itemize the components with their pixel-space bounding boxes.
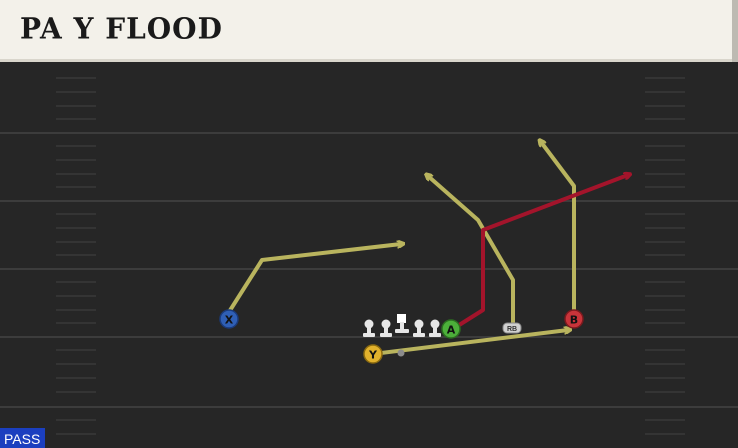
route-x <box>227 244 401 314</box>
player-a-label: A <box>447 324 456 337</box>
offensive-line <box>363 314 441 337</box>
hash-marks-left <box>56 77 96 435</box>
running-back[interactable]: RB <box>502 322 522 334</box>
play-type-tag: PASS <box>0 428 46 448</box>
play-field: RB X A B Y <box>0 62 738 448</box>
player-y-label: Y <box>368 349 378 362</box>
center-icon <box>395 314 409 333</box>
player-x-label: X <box>225 314 234 327</box>
play-header: PA Y FLOOD <box>0 0 738 62</box>
route-rb <box>428 176 515 327</box>
lineman-icon <box>429 319 441 337</box>
player-b[interactable]: B <box>564 309 584 329</box>
player-b-label: B <box>570 314 578 327</box>
yard-lines <box>0 132 738 408</box>
lineman-icon <box>380 319 392 337</box>
hash-marks-right <box>645 77 685 435</box>
route-y <box>371 330 568 356</box>
player-y[interactable]: Y <box>363 344 383 364</box>
running-back-label: RB <box>507 326 517 333</box>
play-title: PA Y FLOOD <box>20 11 223 46</box>
route-a-primary <box>454 175 628 329</box>
player-a[interactable]: A <box>441 319 461 339</box>
route-b <box>541 142 576 320</box>
play-diagram: RB X A B Y <box>0 77 738 435</box>
lineman-icon <box>363 319 375 337</box>
quarterback-marker <box>397 349 405 357</box>
player-x[interactable]: X <box>219 309 239 329</box>
lineman-icon <box>413 319 425 337</box>
